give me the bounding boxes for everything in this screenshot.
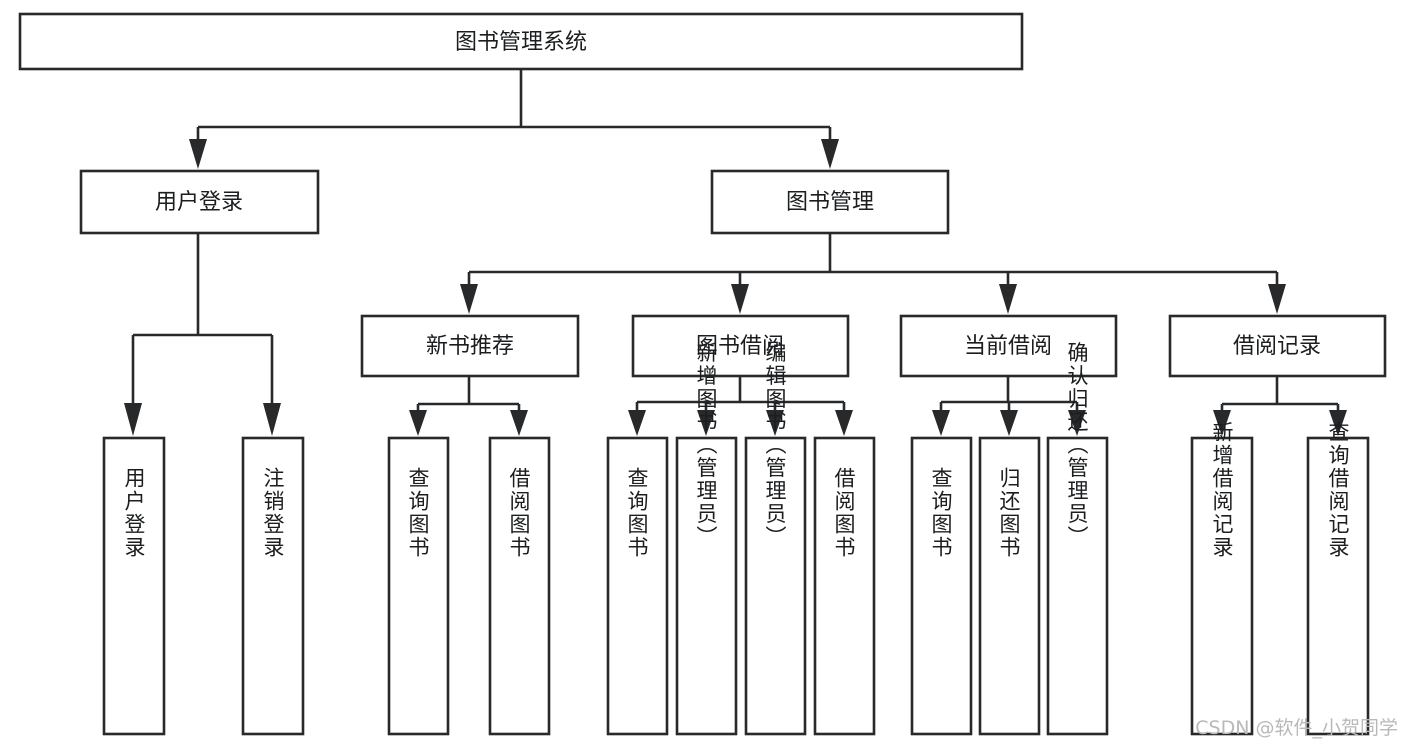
leaf-node-logout-label: 注销登录 bbox=[261, 467, 285, 559]
leaf-node-logout[interactable]: 注销登录 bbox=[241, 436, 305, 736]
leaf-node-edit-book-admin[interactable]: 编辑图书（管理员） bbox=[744, 342, 807, 736]
node-book-management[interactable]: 图书管理 bbox=[710, 169, 950, 235]
watermark: CSDN @软件_小贺同学 bbox=[1195, 717, 1398, 739]
leaf-node-query-borrow-record-label: 查询借阅记录 bbox=[1326, 421, 1350, 559]
node-borrow-record-label: 借阅记录 bbox=[1233, 334, 1321, 359]
connector-current-borrow-to-leaves bbox=[932, 376, 1086, 436]
node-current-borrow[interactable]: 当前借阅 bbox=[899, 314, 1118, 378]
leaf-node-edit-book-admin-label: 编辑图书（管理员） bbox=[763, 342, 787, 549]
leaf-node-query-book-2-label: 查询图书 bbox=[625, 467, 649, 559]
leaf-node-user-login-label: 用户登录 bbox=[122, 467, 146, 559]
leaf-node-add-book-admin-label: 新增图书（管理员） bbox=[694, 342, 718, 549]
leaf-node-borrow-book-1[interactable]: 借阅图书 bbox=[488, 436, 551, 736]
connector-user-login-to-leaves bbox=[124, 233, 281, 436]
node-root-book-management-system[interactable]: 图书管理系统 bbox=[18, 12, 1024, 71]
node-new-book-recommend-label: 新书推荐 bbox=[426, 334, 514, 359]
leaf-node-query-borrow-record[interactable]: 查询借阅记录 bbox=[1306, 421, 1370, 736]
leaf-node-user-login[interactable]: 用户登录 bbox=[102, 436, 166, 736]
leaf-node-query-book-1-label: 查询图书 bbox=[406, 467, 430, 559]
connector-book-borrow-to-leaves bbox=[628, 376, 853, 436]
node-borrow-record[interactable]: 借阅记录 bbox=[1168, 314, 1387, 378]
leaf-node-borrow-book-2-label: 借阅图书 bbox=[832, 467, 856, 559]
leaf-node-query-book-2[interactable]: 查询图书 bbox=[606, 436, 669, 736]
connector-borrow-record-to-leaves bbox=[1213, 376, 1347, 436]
leaf-node-confirm-return-admin-label: 确认归还（管理员） bbox=[1065, 342, 1089, 549]
leaf-node-query-book-3-label: 查询图书 bbox=[929, 467, 953, 559]
leaf-node-return-book-label: 归还图书 bbox=[997, 467, 1021, 559]
node-root-label: 图书管理系统 bbox=[455, 30, 587, 55]
leaf-node-return-book[interactable]: 归还图书 bbox=[978, 436, 1041, 736]
leaf-node-query-book-3[interactable]: 查询图书 bbox=[910, 436, 973, 736]
node-new-book-recommend[interactable]: 新书推荐 bbox=[360, 314, 580, 378]
node-book-management-label: 图书管理 bbox=[786, 190, 874, 215]
leaf-node-query-book-1[interactable]: 查询图书 bbox=[387, 436, 450, 736]
leaf-node-borrow-book-1-label: 借阅图书 bbox=[507, 467, 531, 559]
connector-new-book-to-leaves bbox=[409, 376, 528, 436]
leaf-node-add-borrow-record-label: 新增借阅记录 bbox=[1210, 421, 1234, 559]
connector-book-mgmt-to-level3 bbox=[460, 233, 1286, 314]
node-book-borrow[interactable]: 图书借阅 bbox=[631, 314, 850, 378]
leaf-node-confirm-return-admin[interactable]: 确认归还（管理员） bbox=[1046, 342, 1109, 736]
node-current-borrow-label: 当前借阅 bbox=[964, 334, 1052, 359]
node-book-borrow-label: 图书借阅 bbox=[696, 334, 784, 359]
leaf-node-borrow-book-2[interactable]: 借阅图书 bbox=[813, 436, 876, 736]
leaf-node-add-borrow-record[interactable]: 新增借阅记录 bbox=[1190, 421, 1254, 736]
connector-root-to-level2 bbox=[189, 69, 839, 169]
node-user-login-label: 用户登录 bbox=[155, 190, 243, 215]
node-user-login[interactable]: 用户登录 bbox=[79, 169, 320, 235]
leaf-node-add-book-admin[interactable]: 新增图书（管理员） bbox=[675, 342, 738, 736]
